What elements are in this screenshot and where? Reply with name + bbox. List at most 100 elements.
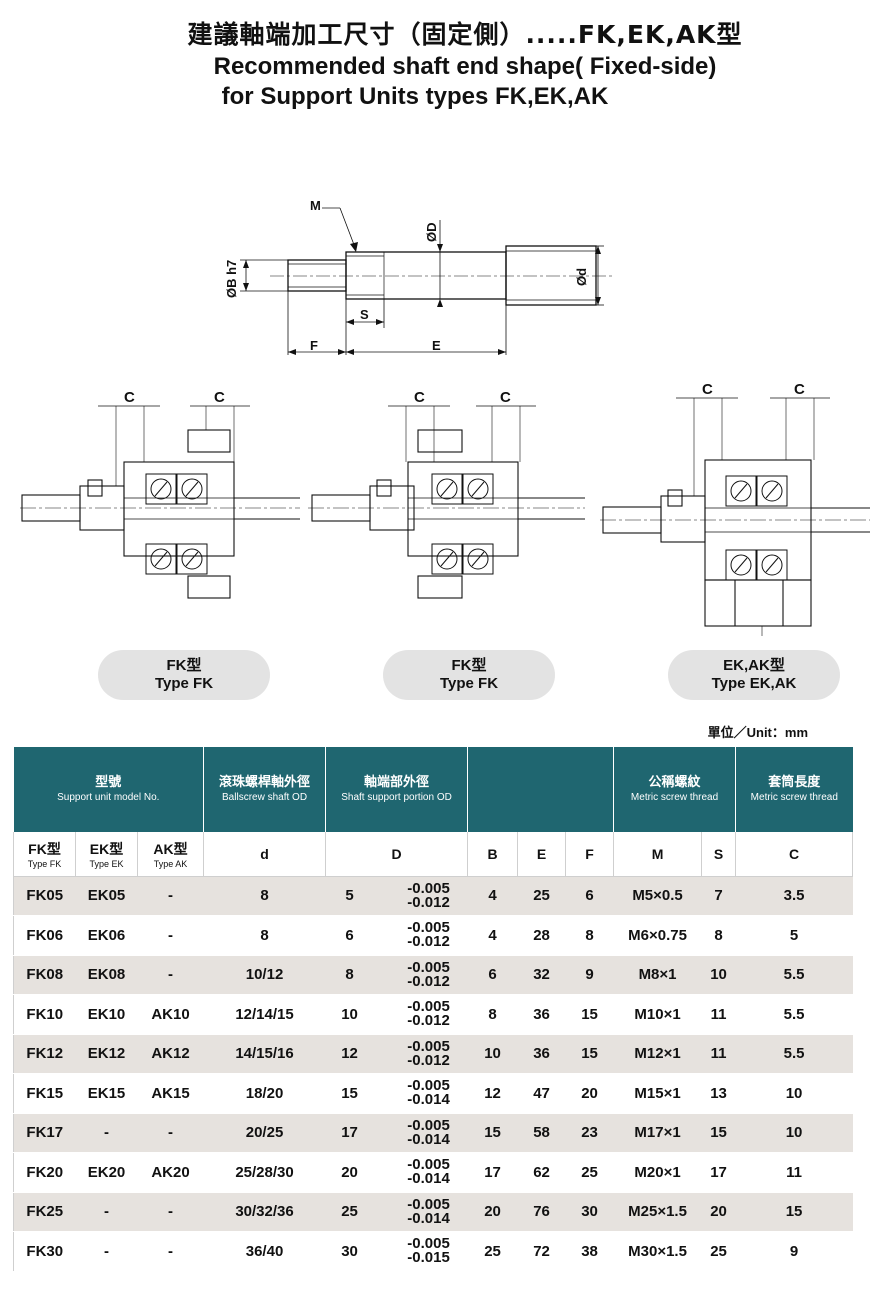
cell-ak: AK15 <box>137 1073 204 1114</box>
header-blank <box>467 747 615 832</box>
cell-D: 6 <box>325 915 384 956</box>
label-C-3a: C <box>702 381 713 398</box>
cell-tolerance: -0.005-0.012 <box>383 994 468 1035</box>
cell-B: 17 <box>467 1152 518 1193</box>
cell-d: 18/20 <box>203 1073 326 1114</box>
label-B: ØB h7 <box>224 260 239 298</box>
label-M: M <box>310 198 321 213</box>
cell-S: 11 <box>701 1034 736 1074</box>
cell-M: M25×1.5 <box>613 1192 702 1232</box>
cell-fk: FK10 <box>13 994 76 1035</box>
cell-D: 10 <box>325 994 384 1035</box>
cell-F: 25 <box>565 1152 614 1193</box>
cell-tolerance: -0.005-0.014 <box>383 1073 468 1114</box>
cell-fk: FK12 <box>13 1034 76 1074</box>
cell-S: 10 <box>701 955 736 995</box>
cell-d: 8 <box>203 876 326 916</box>
title-chinese: 建議軸端加工尺寸（固定側）.....FK,EK,AK型 <box>187 20 743 49</box>
sub-S: S <box>701 832 737 877</box>
cell-E: 62 <box>517 1152 566 1193</box>
ek-ak-unit <box>600 397 870 636</box>
cell-C: 10 <box>735 1073 853 1114</box>
cell-fk: FK05 <box>13 876 76 916</box>
label-C-2a: C <box>414 389 425 406</box>
cell-d: 20/25 <box>203 1113 326 1153</box>
cell-E: 72 <box>517 1231 566 1272</box>
cell-ek: - <box>75 1192 138 1232</box>
cell-S: 15 <box>701 1113 736 1153</box>
cell-ak: AK12 <box>137 1034 204 1074</box>
fk-unit-1 <box>20 405 300 599</box>
cell-B: 4 <box>467 876 518 916</box>
cell-tolerance: -0.005-0.014 <box>383 1192 468 1232</box>
cell-B: 20 <box>467 1192 518 1232</box>
cell-d: 8 <box>203 915 326 956</box>
sub-M: M <box>613 832 703 877</box>
cell-S: 20 <box>701 1192 736 1232</box>
cell-B: 25 <box>467 1231 518 1272</box>
cell-tolerance: -0.005-0.012 <box>383 915 468 956</box>
cell-fk: FK30 <box>13 1231 76 1272</box>
cell-F: 23 <box>565 1113 614 1153</box>
cell-ak: AK10 <box>137 994 204 1035</box>
fk-unit-2 <box>308 405 585 599</box>
cell-F: 15 <box>565 1034 614 1074</box>
label-F: F <box>310 338 318 353</box>
cell-E: 36 <box>517 1034 566 1074</box>
cell-ek: EK10 <box>75 994 138 1035</box>
label-C-3b: C <box>794 381 805 398</box>
cell-D: 15 <box>325 1073 384 1114</box>
cell-M: M20×1 <box>613 1152 702 1193</box>
unit-note: 單位／Unit：mm <box>707 725 808 740</box>
cell-d: 12/14/15 <box>203 994 326 1035</box>
cell-ek: - <box>75 1113 138 1153</box>
cell-S: 11 <box>701 994 736 1035</box>
cell-ek: EK08 <box>75 955 138 995</box>
pill-2-en: Type FK <box>439 675 499 692</box>
cell-ek: EK20 <box>75 1152 138 1193</box>
pill-3-en: Type EK,AK <box>711 675 797 692</box>
cell-B: 15 <box>467 1113 518 1153</box>
cell-F: 30 <box>565 1192 614 1232</box>
label-d: Ød <box>574 268 589 286</box>
cell-tolerance: -0.005-0.014 <box>383 1152 468 1193</box>
cell-fk: FK08 <box>13 955 76 995</box>
cell-tolerance: -0.005-0.014 <box>383 1113 468 1153</box>
cell-B: 10 <box>467 1034 518 1074</box>
cell-C: 5 <box>735 915 853 956</box>
type-ek-ak-pill: EK,AK型 Type EK,AK <box>668 650 840 700</box>
cell-B: 12 <box>467 1073 518 1114</box>
cell-E: 47 <box>517 1073 566 1114</box>
cell-E: 28 <box>517 915 566 956</box>
type-fk-pill-2: FK型 Type FK <box>383 650 555 700</box>
cell-C: 3.5 <box>735 876 853 916</box>
cell-fk: FK17 <box>13 1113 76 1153</box>
cell-E: 32 <box>517 955 566 995</box>
pill-1-zh: FK型 <box>166 657 202 674</box>
cell-B: 6 <box>467 955 518 995</box>
pill-2-zh: FK型 <box>451 657 487 674</box>
cell-ek: EK05 <box>75 876 138 916</box>
cell-ek: - <box>75 1231 138 1272</box>
page-title: 建議軸端加工尺寸（固定側）.....FK,EK,AK型 Recommended … <box>0 18 890 112</box>
cell-E: 36 <box>517 994 566 1035</box>
cell-tolerance: -0.005-0.015 <box>383 1231 468 1272</box>
cell-tolerance: -0.005-0.012 <box>383 1034 468 1074</box>
cell-fk: FK25 <box>13 1192 76 1232</box>
sub-B: B <box>467 832 519 877</box>
sub-D: D <box>325 832 469 877</box>
cell-ek: EK15 <box>75 1073 138 1114</box>
cell-D: 20 <box>325 1152 384 1193</box>
cell-ak: AK20 <box>137 1152 204 1193</box>
cell-E: 76 <box>517 1192 566 1232</box>
cell-S: 8 <box>701 915 736 956</box>
pill-1-en: Type FK <box>154 675 214 692</box>
